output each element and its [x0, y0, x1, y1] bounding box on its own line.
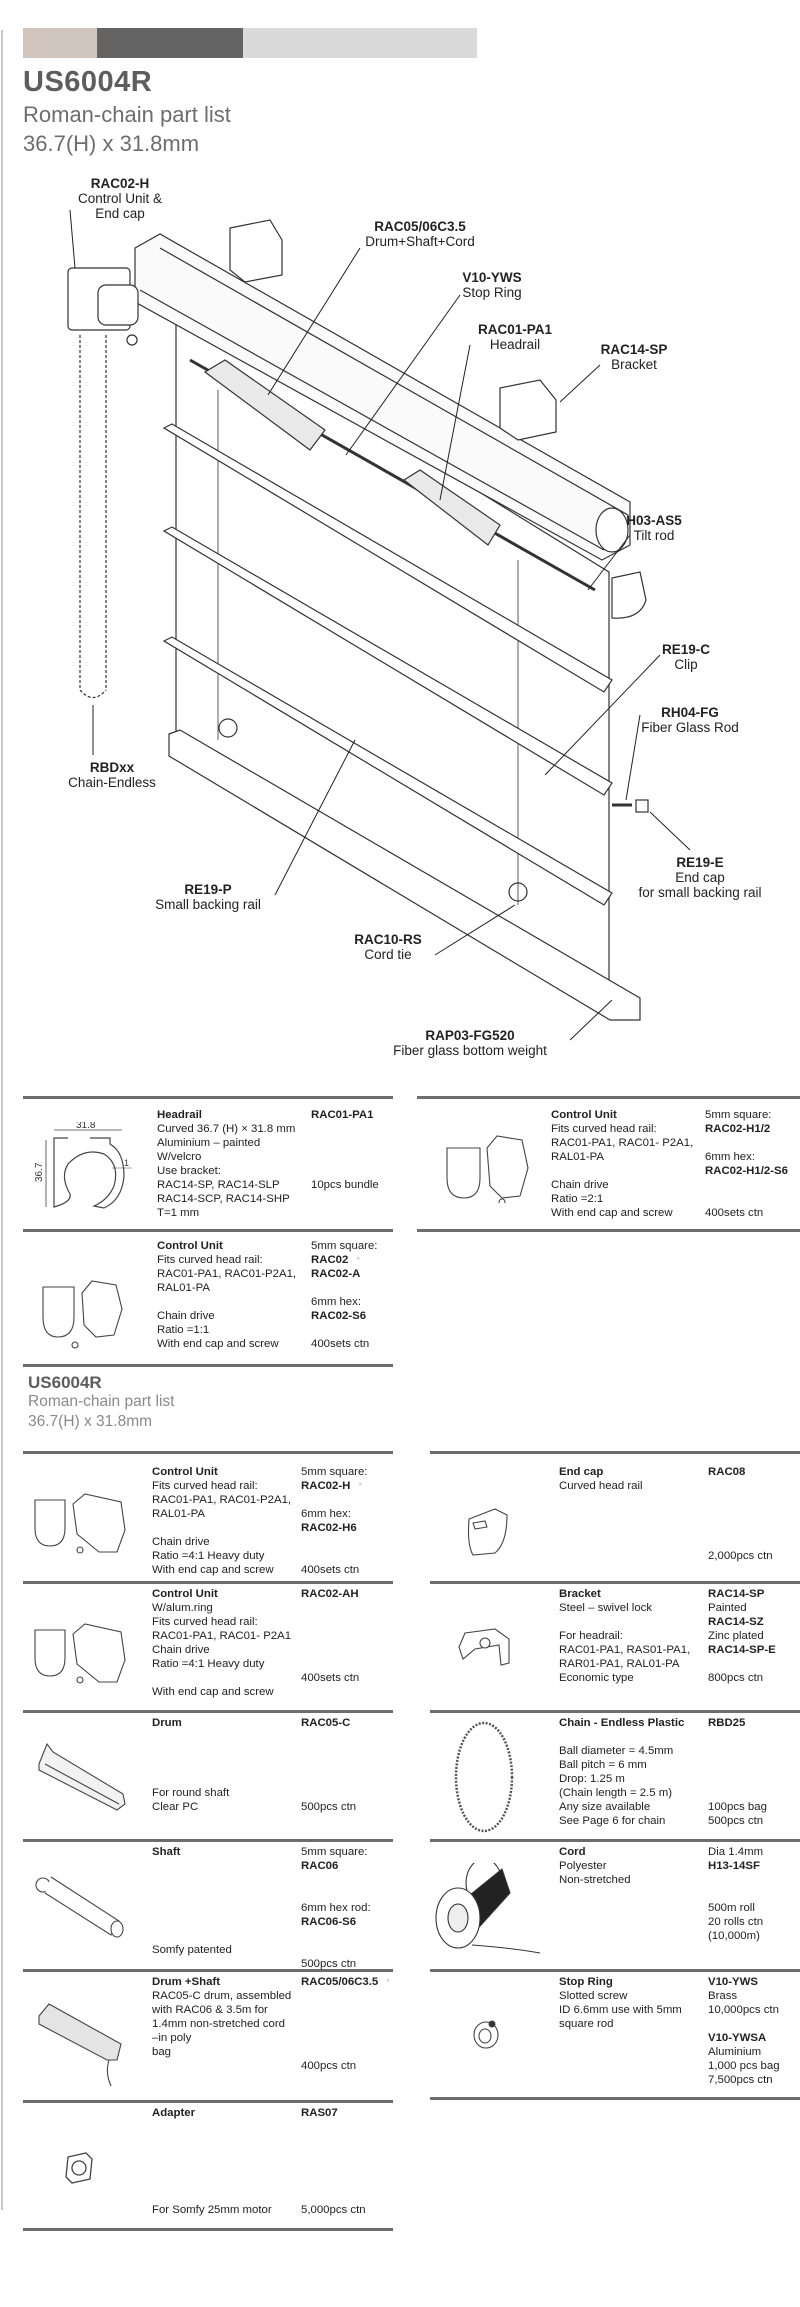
divider: [430, 1969, 800, 1972]
control-unit-alum-ring-icon: [34, 1623, 126, 1684]
shaft-icon: [35, 1876, 124, 1938]
drum-icon: [38, 1742, 126, 1811]
divider: [23, 1710, 393, 1713]
divider: [23, 2100, 393, 2103]
page-title: US6004R: [23, 66, 153, 98]
page-dimensions: 36.7(H) x 31.8mm: [23, 131, 200, 156]
control-unit-icon: [446, 1135, 529, 1203]
divider: [23, 2228, 393, 2231]
color-bar-light: [243, 28, 477, 58]
adapter-icon: [65, 2152, 93, 2184]
backing-rail-drawing: [162, 423, 613, 906]
bracket-drawing: [229, 219, 557, 441]
part-row-control-unit-rac02: Control Unit Fits curved head rail:RAC01…: [0, 1233, 400, 1363]
part-title: Headrail: [157, 1109, 202, 1121]
part-code: RAC01-PA1: [311, 1109, 374, 1121]
divider: [23, 1364, 393, 1367]
divider: [23, 1969, 393, 1972]
bottom-weight-drawing: [168, 729, 641, 1021]
divider: [430, 1839, 800, 1842]
divider: [23, 1096, 393, 1099]
color-bar-beige: [23, 28, 97, 58]
cord-tie-drawing: [218, 718, 238, 738]
color-bar-dark: [97, 28, 243, 58]
part-row-chain: Chain - Endless Plastic Ball diameter = …: [430, 1714, 800, 1839]
bracket-icon: [458, 1628, 510, 1666]
control-unit-drawing: [67, 267, 139, 346]
divider: [417, 1096, 800, 1099]
svg-text:36.7: 36.7: [34, 1162, 45, 1182]
svg-text:31.8: 31.8: [76, 1122, 96, 1131]
stop-ring-icon: [473, 2020, 499, 2049]
section-dimensions: 36.7(H) x 31.8mm: [28, 1413, 153, 1430]
divider: [430, 2097, 800, 2100]
part-row-headrail: 31.8 36.7 1 Headrail Curved 36.7 (H) × 3…: [34, 1109, 379, 1219]
control-unit-icon: [42, 1280, 123, 1349]
page-subtitle: Roman-chain part list: [23, 102, 231, 127]
page-left-rule: [1, 30, 3, 2210]
divider: [417, 1229, 800, 1232]
divider: [430, 1581, 800, 1584]
divider: [23, 1581, 393, 1584]
chain-drawing: [79, 335, 107, 699]
control-unit-heavy-icon: [34, 1493, 126, 1554]
part-row-control-unit-h12: Control Unit Fits curved head rail:RAC01…: [417, 1100, 800, 1228]
divider: [23, 1839, 393, 1842]
end-cap-drawing: [611, 571, 647, 619]
drum-drawing: [203, 359, 501, 546]
divider: [430, 1451, 800, 1454]
part-row-adapter: Adapter For Somfy 25mm motor RAS07 5,000…: [0, 2104, 400, 2227]
bead-chain-icon: [454, 1721, 514, 1833]
headrail-profile-icon: 31.8 36.7 1: [34, 1122, 132, 1209]
blind-drawing: [67, 209, 691, 1041]
divider: [23, 1229, 393, 1232]
svg-text:1: 1: [124, 1158, 129, 1168]
part-row-control-unit-rac02-h: Control Unit Fits curved head rail:RAC01…: [0, 1455, 400, 1580]
divider: [23, 1451, 393, 1454]
section-title: US6004R: [28, 1373, 102, 1392]
cord-spool-icon: [435, 1863, 541, 1954]
section-subtitle: Roman-chain part list: [28, 1393, 175, 1410]
end-cap-icon: [467, 1508, 508, 1556]
drum-shaft-icon: [38, 2003, 122, 2087]
part-pack: 10pcs bundle: [311, 1179, 379, 1191]
divider: [430, 1710, 800, 1713]
